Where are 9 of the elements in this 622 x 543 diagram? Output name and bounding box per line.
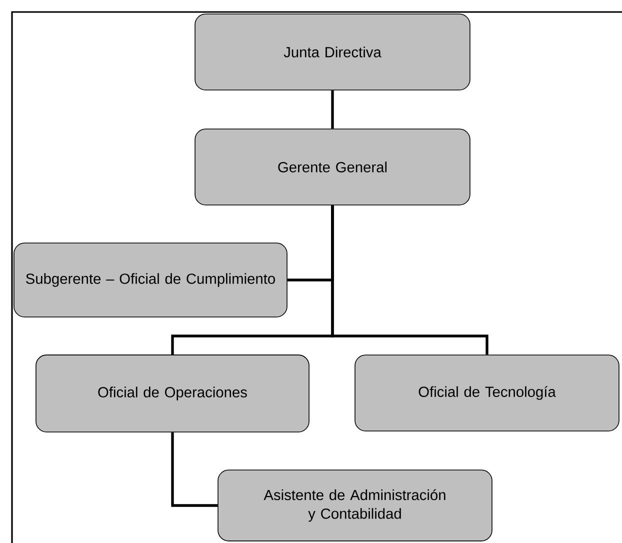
org-box: Subgerente – Oficial de Cumplimiento <box>14 242 288 318</box>
connector-line <box>331 205 488 355</box>
org-box: Junta Directiva <box>194 14 470 90</box>
org-box: Oficial de Tecnología <box>354 354 620 432</box>
org-box: Gerente General <box>194 128 470 206</box>
org-box: Oficial de Operaciones <box>36 354 310 432</box>
connector-line <box>171 432 218 507</box>
org-box: Asistente de Administración y Contabilidad <box>218 470 492 542</box>
connector-line <box>331 90 334 129</box>
